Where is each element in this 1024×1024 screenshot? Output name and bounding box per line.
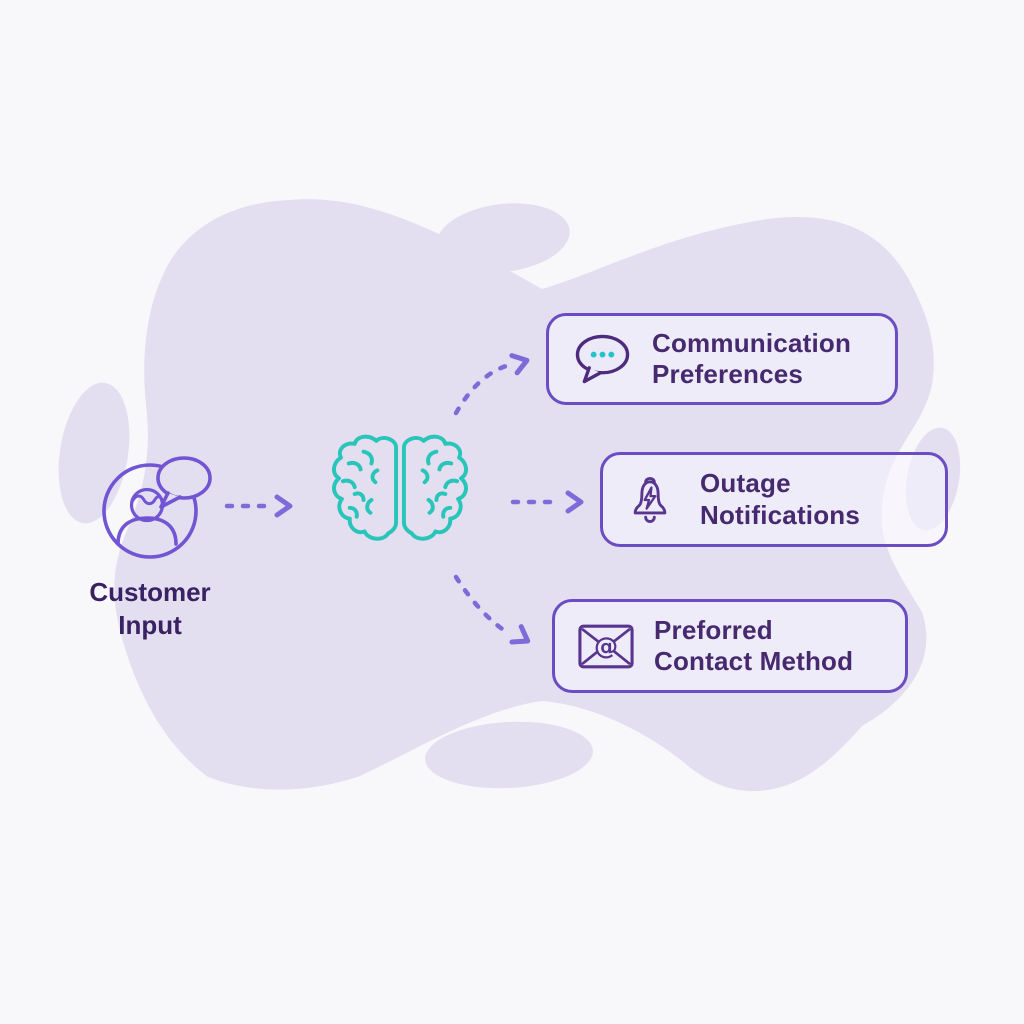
chat-bubble-dots-icon	[575, 334, 630, 384]
input-node-label: Customer Input	[52, 576, 248, 641]
svg-text:@: @	[594, 632, 618, 660]
brain-icon	[331, 434, 469, 541]
output-box-communication-preferences: Communication Preferences	[546, 313, 898, 405]
alert-bell-icon	[633, 476, 667, 523]
input-label-line2: Input	[118, 609, 182, 640]
person-chat-icon	[102, 456, 212, 559]
output-box-outage-notifications: Outage Notifications	[600, 452, 948, 547]
output-label-communication-preferences: Communication Preferences	[652, 327, 852, 389]
email-at-icon: @	[578, 624, 634, 668]
output-label-preferred-contact-method: Preforred Contact Method	[654, 614, 854, 676]
output-box-preferred-contact-method: @ Preforred Contact Method	[552, 599, 908, 693]
input-label-line1: Customer	[89, 577, 211, 607]
output-label-outage-notifications: Outage Notifications	[700, 468, 861, 530]
